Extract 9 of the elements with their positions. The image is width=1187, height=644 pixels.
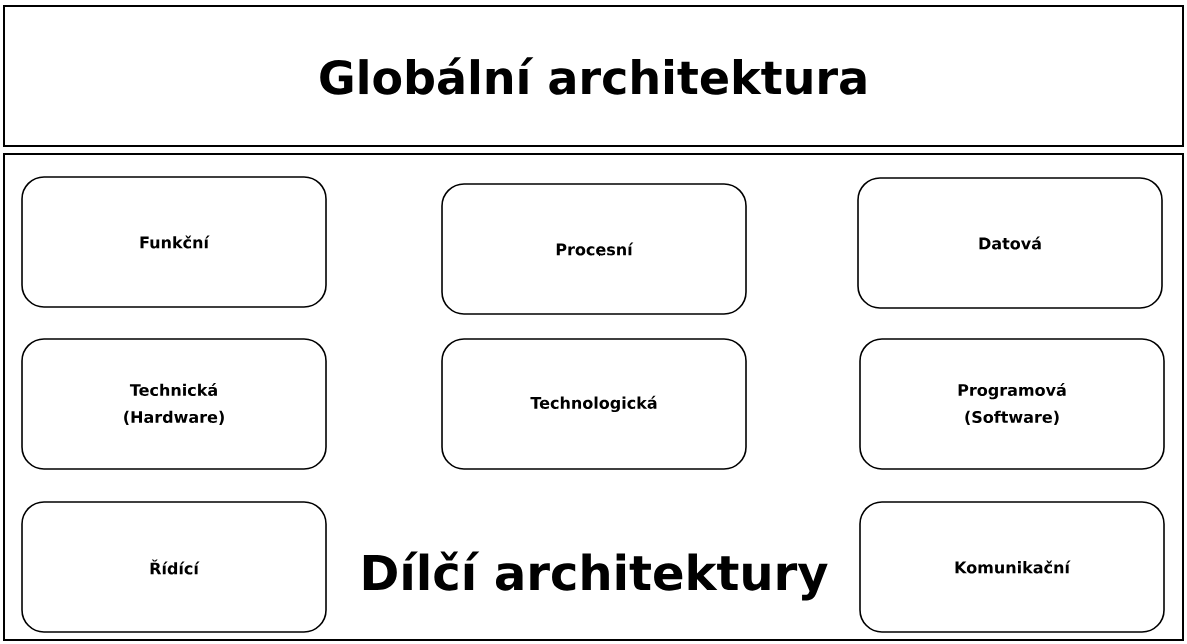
rounded-box: Komunikační xyxy=(859,501,1165,633)
rounded-box: Technologická xyxy=(441,338,747,470)
rounded-box: Programová (Software) xyxy=(859,338,1165,470)
rounded-box: Datová xyxy=(857,177,1163,309)
rounded-box: Řídící xyxy=(21,501,327,633)
title-box: Globální architektura xyxy=(3,5,1184,147)
rounded-box: Technická (Hardware) xyxy=(21,338,327,470)
rounded-box: Funkční xyxy=(21,176,327,308)
rounded-box: Procesní xyxy=(441,183,747,315)
